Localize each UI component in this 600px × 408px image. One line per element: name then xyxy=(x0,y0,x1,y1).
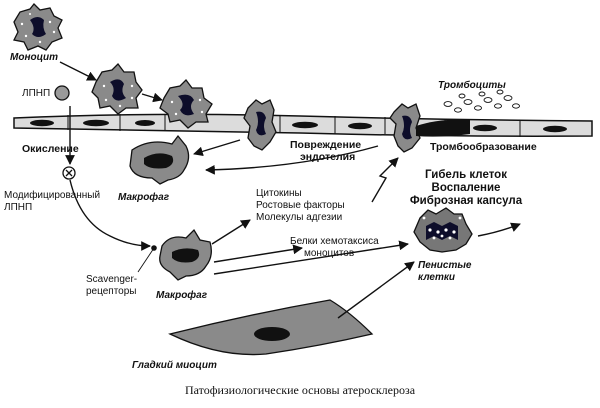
scavenger-receptor xyxy=(137,245,157,273)
label-macrophage-top: Макрофаг xyxy=(118,191,170,203)
macrophage-cell-bottom xyxy=(159,228,212,281)
thrombus xyxy=(416,119,470,137)
label-ldl: ЛПНП xyxy=(22,88,50,99)
monocyte-cell xyxy=(91,63,143,115)
figure-caption: Патофизиологические основы атеросклероза xyxy=(185,383,416,397)
label-outcome-3: Фиброзная капсула xyxy=(410,195,523,207)
modified-ldl-particle xyxy=(62,166,76,180)
label-factors-1: Цитокины xyxy=(256,188,302,199)
label-chemotaxis-1: Белки хемотаксиса xyxy=(290,236,379,247)
transmigrating-monocyte xyxy=(389,103,421,153)
monocyte-cell xyxy=(159,79,213,129)
macrophage-cell-top xyxy=(129,134,190,185)
label-scavenger-1: Scavenger- xyxy=(86,274,137,285)
label-foam-1: Пенистые xyxy=(418,260,472,271)
label-outcome-2: Воспаление xyxy=(432,182,501,194)
label-damage-1: Повреждение xyxy=(290,139,361,151)
endothelium-layer xyxy=(13,113,593,137)
arrows xyxy=(59,61,521,319)
label-factors-2: Ростовые факторы xyxy=(256,199,345,211)
platelets-cluster xyxy=(443,89,520,113)
label-scavenger-2: рецепторы xyxy=(86,286,137,297)
label-monocyte: Моноцит xyxy=(10,52,58,63)
label-modified-ldl-1: Модифицированный xyxy=(4,189,100,201)
label-oxidation: Окисление xyxy=(22,143,79,155)
ldl-particle xyxy=(54,85,70,101)
label-thrombosis: Тромбообразование xyxy=(430,141,537,153)
monocyte-cell xyxy=(13,3,63,51)
label-foam-2: клетки xyxy=(418,272,455,283)
label-smooth-myocyte: Гладкий миоцит xyxy=(132,360,217,371)
label-chemotaxis-2: моноцитов xyxy=(304,248,354,259)
label-factors-3: Молекулы адгезии xyxy=(256,212,342,223)
label-damage-2: эндотелия xyxy=(300,151,355,163)
smooth-muscle-cell xyxy=(168,299,374,356)
label-platelets: Тромбоциты xyxy=(438,79,506,91)
label-macrophage-bottom: Макрофаг xyxy=(156,289,208,301)
transmigrating-monocyte xyxy=(243,99,277,151)
label-modified-ldl-2: ЛПНП xyxy=(4,202,32,213)
foam-cell xyxy=(413,207,473,253)
label-outcome-1: Гибель клеток xyxy=(425,169,507,181)
